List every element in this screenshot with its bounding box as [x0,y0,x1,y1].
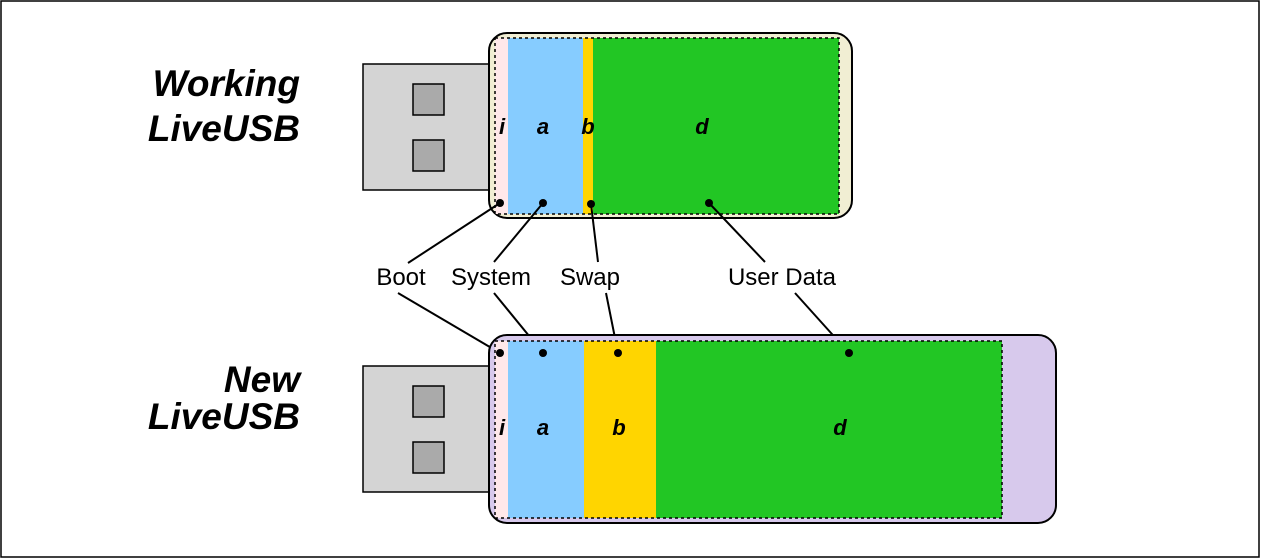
new-connector-pad-bottom [412,441,445,474]
working-connector-pad-bottom [412,139,445,172]
callout-system: System [451,264,531,291]
working-partition-system [508,38,583,214]
working-partition-outline [494,37,840,215]
line-swap-working [590,203,599,263]
working-label-i: i [499,114,506,139]
working-partition-boot [495,38,508,214]
new-title-line1: New [224,359,302,400]
new-partition-swap [584,341,656,518]
new-dot-swap [614,349,622,357]
line-boot-working [407,202,501,264]
new-label-a: a [537,415,549,440]
new-partition-outline [494,340,1003,519]
working-label-b: b [581,114,594,139]
new-partition-system [508,341,584,518]
new-connector-pad-top [412,385,445,418]
working-partition-swap [583,38,593,214]
new-label-b: b [612,415,625,440]
callout-user-data: User Data [728,264,837,291]
new-partition-userdata [656,341,1002,518]
working-connector-pad-top [412,83,445,116]
callout-boot: Boot [376,264,426,291]
line-boot-new [397,292,501,354]
new-label-d: d [833,415,847,440]
new-partition-boot [495,341,508,518]
working-title-line2: LiveUSB [148,108,300,149]
working-label-a: a [537,114,549,139]
working-title-line1: Working [153,63,300,104]
new-dot-userdata [845,349,853,357]
callout-swap: Swap [560,264,620,291]
new-label-i: i [499,415,506,440]
line-system-working [493,202,544,263]
working-label-d: d [695,114,709,139]
working-partition-userdata [593,38,839,214]
new-liveusb: New LiveUSB i a b d [148,334,1057,524]
working-liveusb: Working LiveUSB i a b d [148,32,853,219]
line-userdata-working [708,202,766,263]
new-dot-boot [496,349,504,357]
new-dot-system [539,349,547,357]
new-title-line2: LiveUSB [148,396,300,437]
